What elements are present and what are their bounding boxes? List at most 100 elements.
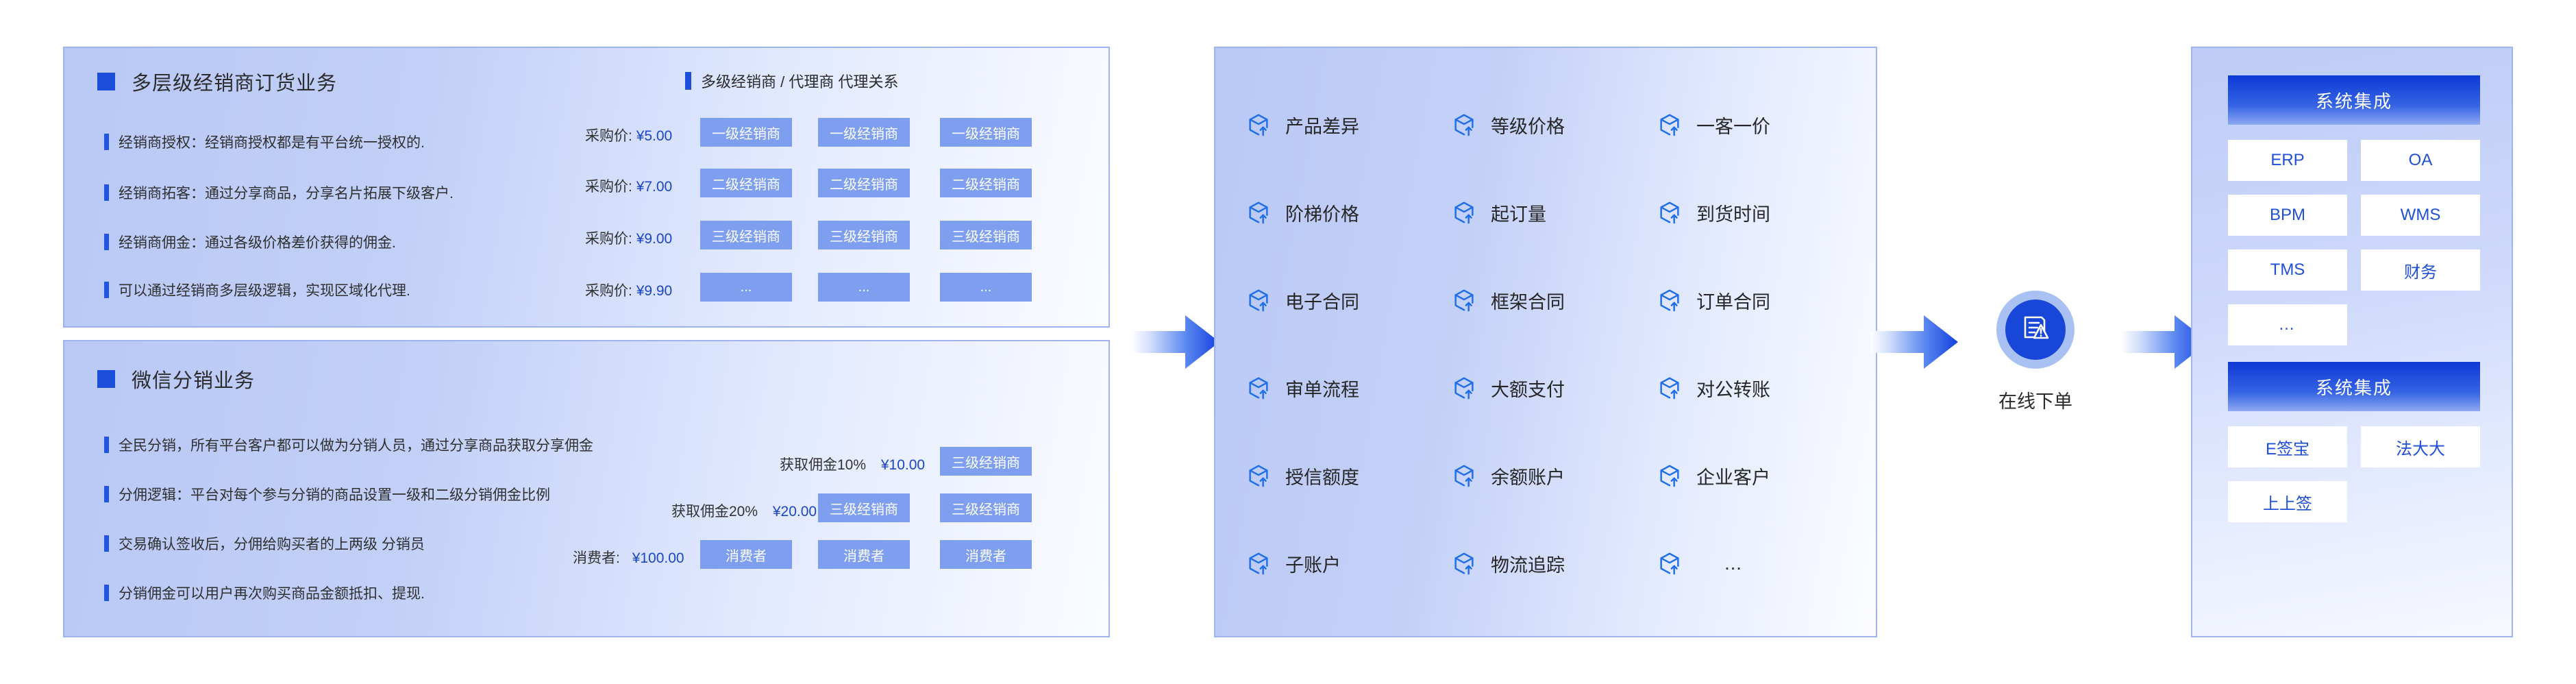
node-ring <box>1996 291 2075 369</box>
feature-item[interactable]: 物流追踪 <box>1451 520 1657 607</box>
price-amount: ¥9.00 <box>636 231 673 247</box>
online-order-node[interactable]: 在线下单 <box>1964 291 2107 413</box>
esign-chip-esignbao[interactable]: E签宝 <box>2228 426 2347 467</box>
price-label: 采购价: <box>585 128 632 144</box>
feature-label: 授信额度 <box>1285 467 1359 488</box>
box-arrow-up-icon <box>1657 463 1683 489</box>
dealer-tag[interactable]: 三级经销商 <box>818 493 910 522</box>
flow-arrow-right-icon <box>1132 313 1219 371</box>
feature-item[interactable]: … <box>1657 520 1862 607</box>
feature-label: 订单合同 <box>1696 291 1770 313</box>
box-arrow-up-icon <box>1451 199 1477 225</box>
price-label: 采购价: <box>585 231 632 247</box>
system-chip-wms[interactable]: WMS <box>2361 195 2480 236</box>
section-multilevel-dealer-order: 多层级经销商订货业务 经销商授权：经销商授权都是有平台统一授权的. 经销商拓客：… <box>63 47 1110 328</box>
system-chip-grid: ERP OA BPM WMS TMS 财务 … <box>2228 140 2480 345</box>
document-alert-icon <box>2018 311 2053 349</box>
dealer-tag[interactable]: 三级经销商 <box>940 221 1032 249</box>
feature-label: 等级价格 <box>1491 116 1565 137</box>
box-arrow-up-icon <box>1657 375 1683 401</box>
commission-label: 获取佣金10% <box>780 457 867 473</box>
bullet-label: 全民分销，所有平台客户都可以做为分销人员，通过分享商品获取分享佣金 <box>119 438 593 454</box>
box-arrow-up-icon <box>1246 199 1272 225</box>
box-arrow-up-icon <box>1451 112 1477 138</box>
box-arrow-up-icon <box>1246 287 1272 313</box>
system-chip-more[interactable]: … <box>2228 304 2347 345</box>
section-wechat-distribution: 微信分销业务 全民分销，所有平台客户都可以做为分销人员，通过分享商品获取分享佣金… <box>63 340 1110 637</box>
dealer-tag[interactable]: 一级经销商 <box>818 118 910 147</box>
feature-label: 企业客户 <box>1696 467 1770 488</box>
commission-row-1: 获取佣金10% ¥10.00 <box>780 454 925 474</box>
feature-item[interactable]: 框架合同 <box>1451 256 1657 344</box>
dealer-tag[interactable]: 二级经销商 <box>700 169 792 197</box>
feature-grid: 产品差异 等级价格 一客一价 <box>1246 81 1862 609</box>
consumer-tag[interactable]: 消费者 <box>940 540 1032 569</box>
dealer-tag[interactable]: 二级经销商 <box>818 169 910 197</box>
feature-item[interactable]: 订单合同 <box>1657 256 1862 344</box>
feature-label: 大额支付 <box>1491 379 1565 400</box>
dealer-tag[interactable]: 三级经销商 <box>818 221 910 249</box>
feature-item[interactable]: 阶梯价格 <box>1246 169 1451 256</box>
consumer-amount: ¥100.00 <box>632 550 684 566</box>
feature-item[interactable]: 企业客户 <box>1657 432 1862 520</box>
box-arrow-up-icon <box>1246 375 1272 401</box>
system-chip-tms[interactable]: TMS <box>2228 249 2347 291</box>
feature-item[interactable]: 对公转账 <box>1657 344 1862 432</box>
bullet-label: 分佣逻辑：平台对每个参与分销的商品设置一级和二级分销佣金比例 <box>119 487 550 503</box>
feature-item[interactable]: 子账户 <box>1246 520 1451 607</box>
feature-item[interactable]: 一客一价 <box>1657 81 1862 169</box>
dealer-tag[interactable]: 三级经销商 <box>940 493 1032 522</box>
commission-row-2: 获取佣金20% ¥20.00 <box>671 500 817 521</box>
dealer-tag[interactable]: 三级经销商 <box>940 447 1032 476</box>
dealer-tag[interactable]: ... <box>700 273 792 302</box>
box-arrow-up-icon <box>1451 375 1477 401</box>
box-arrow-up-icon <box>1246 550 1272 576</box>
title-accent-bar <box>97 73 115 90</box>
esign-chip-fadada[interactable]: 法大大 <box>2361 426 2480 467</box>
bullet-label: 分销佣金可以用户再次购买商品金额抵扣、提现. <box>119 586 425 602</box>
flow-arrow-right-icon <box>1870 313 1958 371</box>
system-chip-erp[interactable]: ERP <box>2228 140 2347 181</box>
dealer-tag[interactable]: 三级经销商 <box>700 221 792 249</box>
feature-label: 起订量 <box>1491 204 1546 225</box>
system-chip-bpm[interactable]: BPM <box>2228 195 2347 236</box>
consumer-tag[interactable]: 消费者 <box>700 540 792 569</box>
price-label: 采购价: <box>585 283 632 299</box>
dealer-tag[interactable]: ... <box>940 273 1032 302</box>
feature-item[interactable]: 起订量 <box>1451 169 1657 256</box>
feature-item[interactable]: 产品差异 <box>1246 81 1451 169</box>
box-arrow-up-icon <box>1657 550 1683 576</box>
bullet-accent-bar <box>104 585 109 601</box>
feature-item[interactable]: 余额账户 <box>1451 432 1657 520</box>
esign-chip-shangshangqian[interactable]: 上上签 <box>2228 481 2347 522</box>
commission-amount: ¥10.00 <box>880 457 926 473</box>
node-core <box>2005 300 2066 360</box>
dealer-tag[interactable]: 一级经销商 <box>940 118 1032 147</box>
consumer-label: 消费者: <box>573 550 620 566</box>
consumer-tag[interactable]: 消费者 <box>818 540 910 569</box>
purchase-price-row-4: 采购价: ¥9.90 <box>585 280 672 300</box>
feature-item[interactable]: 等级价格 <box>1451 81 1657 169</box>
dealer-tag[interactable]: 一级经销商 <box>700 118 792 147</box>
dealer-tag[interactable]: ... <box>818 273 910 302</box>
feature-item[interactable]: 大额支付 <box>1451 344 1657 432</box>
box-arrow-up-icon <box>1657 112 1683 138</box>
dealer-tag[interactable]: 二级经销商 <box>940 169 1032 197</box>
system-chip-oa[interactable]: OA <box>2361 140 2480 181</box>
feature-item[interactable]: 授信额度 <box>1246 432 1451 520</box>
commission-amount: ¥20.00 <box>772 504 817 520</box>
feature-item[interactable]: 到货时间 <box>1657 169 1862 256</box>
system-chip-finance[interactable]: 财务 <box>2361 249 2480 291</box>
bullet-accent-bar <box>104 184 109 201</box>
price-amount: ¥7.00 <box>636 179 673 195</box>
consumer-row: 消费者: ¥100.00 <box>573 547 684 567</box>
bullet-accent-bar <box>104 134 109 150</box>
feature-label: 一客一价 <box>1696 116 1770 137</box>
feature-label: 电子合同 <box>1285 291 1359 313</box>
esign-chip-grid: E签宝 法大大 上上签 <box>2228 426 2480 522</box>
panel-system-integration: 系统集成 ERP OA BPM WMS TMS 财务 … 系统集成 E签宝 法大… <box>2191 47 2513 637</box>
feature-item[interactable]: 审单流程 <box>1246 344 1451 432</box>
bullet-accent-bar <box>104 486 109 502</box>
feature-label: 余额账户 <box>1491 467 1565 488</box>
feature-item[interactable]: 电子合同 <box>1246 256 1451 344</box>
